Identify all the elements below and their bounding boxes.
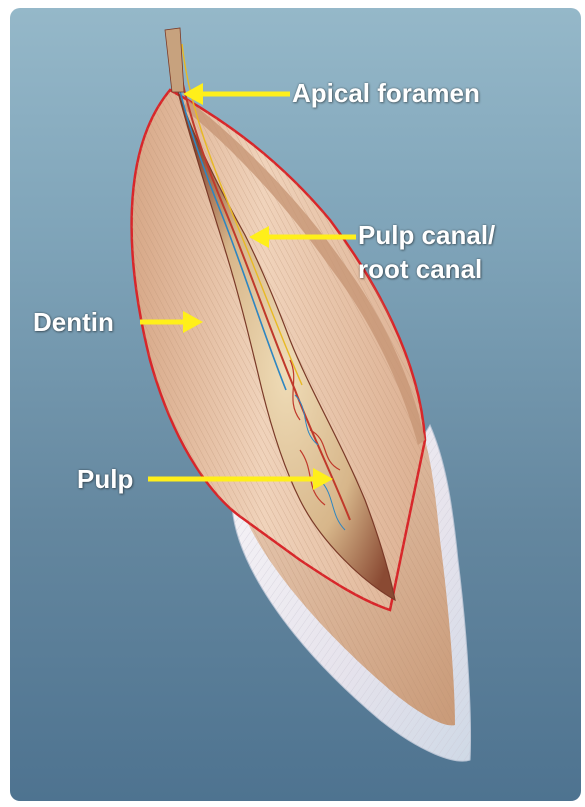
label-apical-foramen: Apical foramen (292, 76, 480, 110)
label-pulp: Pulp (77, 462, 133, 496)
arrow-apical-foramen (183, 83, 290, 105)
label-dentin: Dentin (33, 305, 114, 339)
label-pulp-canal-line1: Pulp canal/ (358, 218, 495, 252)
label-pulp-canal-line2: root canal (358, 252, 495, 286)
label-pulp-canal: Pulp canal/ root canal (358, 218, 495, 286)
